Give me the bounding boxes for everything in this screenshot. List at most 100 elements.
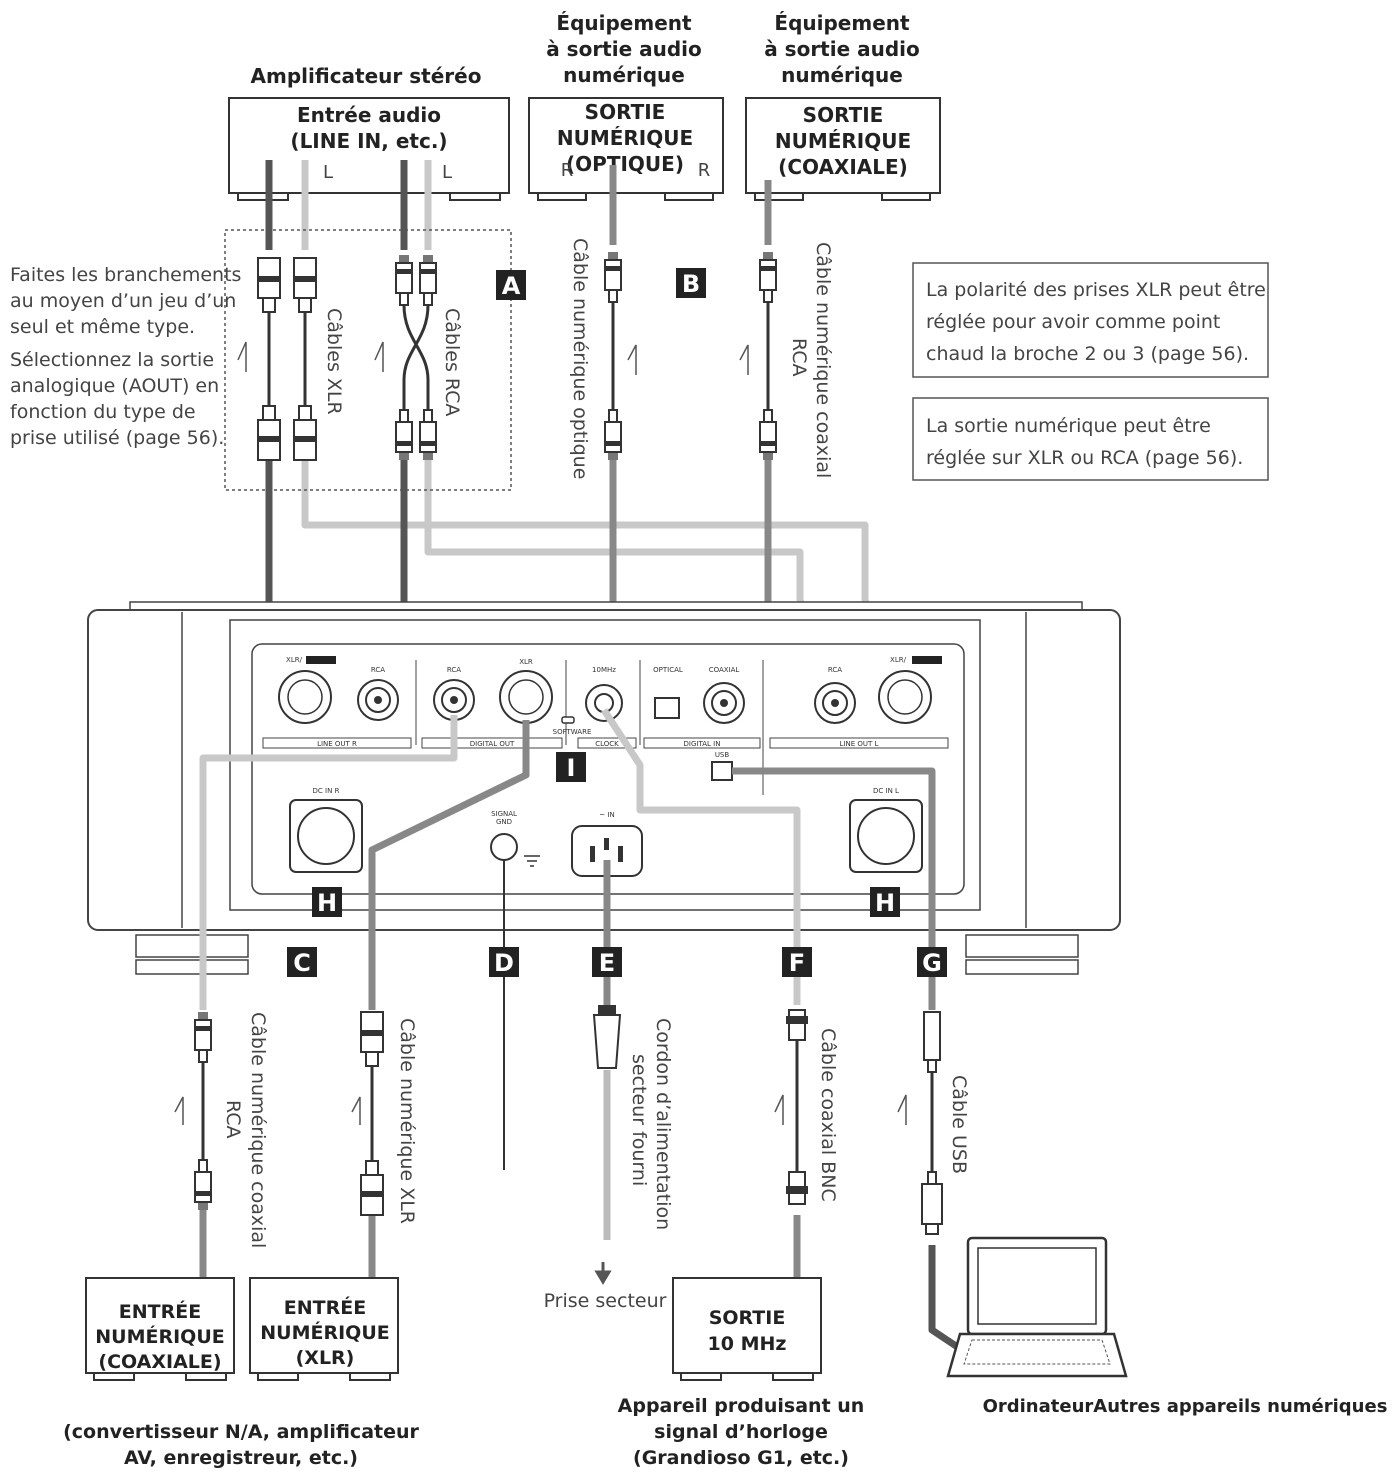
amplifier-box: Entrée audio (LINE IN, etc.) L L (228, 97, 510, 201)
rca-out-r-jack[interactable] (357, 679, 399, 721)
svg-text:E: E (599, 949, 615, 977)
dc-in-r-jack[interactable] (289, 799, 363, 873)
rca-out-l-jack[interactable] (814, 682, 856, 724)
rca-digital-out-jack[interactable] (433, 679, 475, 721)
direction-arrow (174, 341, 907, 1125)
caption-computer: OrdinateurAutres appareils numériques (983, 1396, 1388, 1417)
optical-source-box: SORTIE NUMÉRIQUE (OPTIQUE) R R (528, 97, 724, 201)
svg-text:H: H (317, 889, 337, 917)
caption-left-line: AV, enregistreur, etc.) (124, 1447, 358, 1469)
coax-box-line: NUMÉRIQUE (775, 129, 911, 153)
usb-cable-label: Câble USB (948, 1075, 970, 1174)
amp-box-line: Entrée audio (297, 103, 441, 127)
xlr-input-box: ENTRÉE NUMÉRIQUE (XLR) (249, 1277, 399, 1381)
left-note-line: Faites les branchements (10, 264, 241, 286)
panel-label-coaxial: COAXIAL (709, 666, 740, 674)
panel-label-xlr: XLR (519, 658, 533, 666)
equip-opt-line: à sortie audio (546, 37, 702, 61)
label-e: E (592, 947, 622, 977)
optical-in-jack[interactable] (654, 697, 680, 719)
software-port[interactable] (561, 716, 575, 724)
panel-label-rca2: RCA (447, 666, 461, 674)
clock-source-box: SORTIE 10 MHz (672, 1277, 822, 1381)
opt-r-label: R (561, 160, 574, 181)
label-h-left: H (312, 887, 342, 917)
digital-note: La sortie numérique peut être réglée sur… (912, 397, 1269, 481)
upper-plugs (257, 251, 777, 461)
clock-bnc-jack[interactable] (585, 684, 623, 722)
panel-label-dc-in-l: DC IN L (873, 787, 899, 795)
bnc-cable-label: Câble coaxial BNC (817, 1028, 839, 1202)
panel-label-rca: RCA (371, 666, 385, 674)
coax-input-line: NUMÉRIQUE (95, 1325, 224, 1348)
dc-in-l-jack[interactable] (849, 799, 923, 873)
coaxial-in-jack[interactable] (703, 682, 745, 724)
coax-input-line: ENTRÉE (119, 1300, 201, 1323)
amp-l-label: L (442, 162, 452, 183)
polarity-note-line: réglée pour avoir comme point (926, 311, 1220, 333)
panel-label-xlr-bal: XLR/ (286, 656, 303, 664)
usb-plug-bottom (921, 1171, 943, 1235)
svg-text:I: I (567, 754, 576, 782)
amp-l-label: L (323, 162, 333, 183)
label-b: B (676, 268, 706, 298)
equip-coax-line: Équipement (774, 11, 910, 35)
caption-clock-line: Appareil produisant un (618, 1395, 865, 1417)
left-note-line: Sélectionnez la sortie (10, 349, 214, 371)
label-d: D (489, 947, 519, 977)
label-a: A (496, 270, 526, 300)
caption-left-line: (convertisseur N/A, amplificateur (63, 1421, 419, 1443)
xlr-input-line: NUMÉRIQUE (260, 1321, 389, 1344)
panel-label-ac-in: ~ IN (599, 811, 614, 819)
power-cord-label-2: secteur fourni (628, 1054, 650, 1186)
label-h-right: H (870, 887, 900, 917)
xlr-digital-cable-label: Câble numérique XLR (396, 1018, 418, 1224)
panel-label-dc-in-r: DC IN R (313, 787, 340, 795)
panel-label-software: SOFTWARE (553, 728, 592, 736)
coax-box-line: (COAXIALE) (778, 155, 908, 179)
panel-label-usb: USB (715, 751, 730, 759)
laptop-icon (946, 1236, 1128, 1378)
coax-cable-label-rca: RCA (788, 338, 810, 377)
coax-input-line: (COAXIALE) (98, 1351, 221, 1373)
bnc-plug-top (786, 1009, 808, 1041)
signal-gnd-terminal[interactable] (490, 833, 518, 861)
left-note-line: analogique (AOUT) en (10, 375, 219, 397)
left-note-line: prise utilisé (page 56). (10, 427, 224, 449)
usb-plug-top (923, 1011, 941, 1073)
lower-cables (199, 708, 967, 1355)
power-cord-label: Cordon d’alimentation (652, 1018, 674, 1230)
equip-coax-header: Équipement à sortie audio numérique (764, 11, 920, 87)
label-i: I (556, 752, 586, 782)
digital-note-line: La sortie numérique peut être (926, 415, 1211, 437)
wall-outlet-arrow-icon (594, 1262, 612, 1285)
svg-text:H: H (875, 889, 895, 917)
label-c: C (287, 947, 317, 977)
panel-label-digital-in: DIGITAL IN (684, 740, 721, 748)
xlr-out-l-jack[interactable] (878, 670, 932, 724)
clock-source-line: SORTIE (709, 1307, 786, 1329)
bnc-plug-bottom (786, 1171, 808, 1205)
svg-text:B: B (682, 270, 700, 298)
panel-label-signal: SIGNAL (491, 810, 517, 818)
equip-opt-header: Équipement à sortie audio numérique (546, 11, 702, 87)
usb-port[interactable] (711, 761, 733, 781)
left-note-line: au moyen d’un jeu d’un (10, 290, 236, 312)
xlr-digital-out-jack[interactable] (499, 670, 553, 724)
label-f: F (782, 947, 812, 977)
xlr-out-r-jack[interactable] (278, 670, 332, 724)
rca-cables-label: Câbles RCA (441, 308, 463, 416)
lower-plugs (194, 1005, 943, 1285)
svg-text:C: C (293, 949, 311, 977)
xlr-cables-label: Câbles XLR (323, 308, 345, 415)
equip-coax-line: à sortie audio (764, 37, 920, 61)
coax-box-line: SORTIE (803, 103, 884, 127)
panel-label-10mhz: 10MHz (592, 666, 616, 674)
caption-clock-line: signal d’horloge (654, 1421, 828, 1443)
analog-group-box (224, 229, 512, 491)
opt-box-line: NUMÉRIQUE (557, 126, 693, 150)
ground-icon (524, 855, 540, 867)
opt-box-line: SORTIE (585, 100, 666, 124)
optical-cable-label: Câble numérique optique (569, 238, 591, 479)
